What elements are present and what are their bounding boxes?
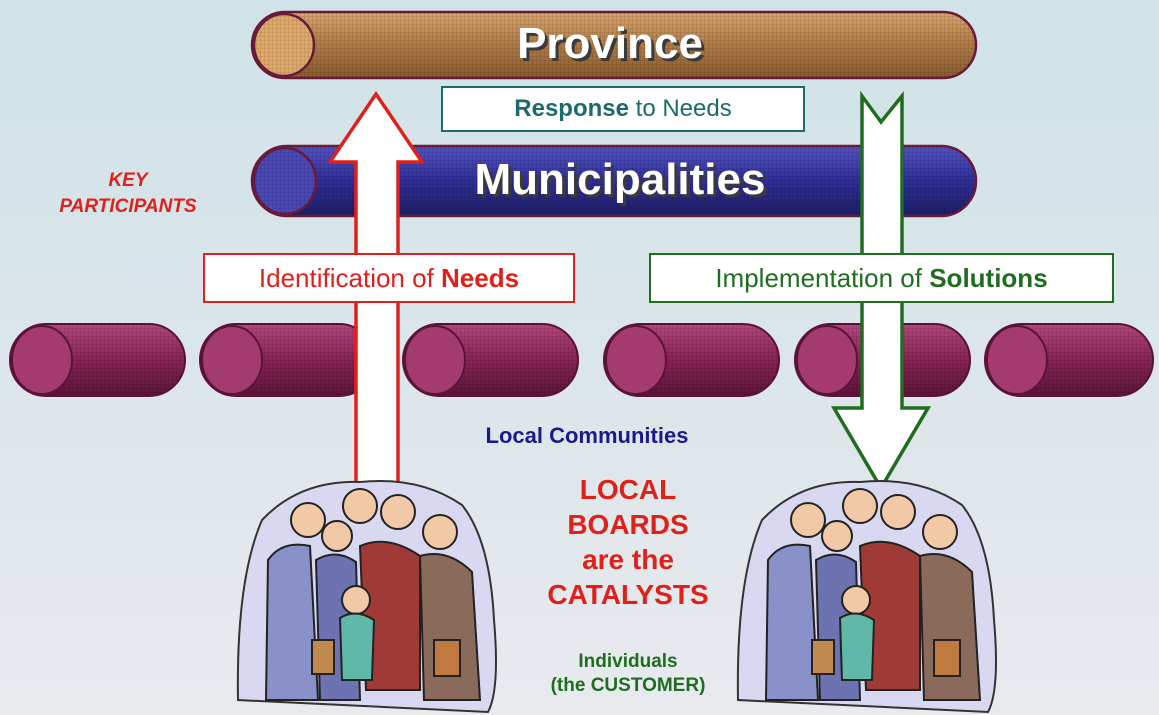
boards-line-2: BOARDS xyxy=(567,509,689,540)
municipalities-cylinder xyxy=(250,144,978,218)
province-cylinder xyxy=(250,10,978,80)
individuals-line-2: (the CUSTOMER) xyxy=(550,675,706,696)
local-communities-label: Local Communities xyxy=(485,423,689,448)
local-boards-label: LOCAL BOARDS are the CATALYSTS xyxy=(508,472,748,612)
individuals-label: Individuals (the CUSTOMER) xyxy=(503,650,753,698)
implementation-of-solutions-box: Implementation of Solutions xyxy=(649,253,1114,303)
crowd-right-icon xyxy=(736,479,997,714)
key-participants-label: KEY PARTICIPANTS xyxy=(8,168,248,220)
key-line-1: KEY xyxy=(108,170,148,191)
key-line-2: PARTICIPANTS xyxy=(59,196,197,217)
individuals-line-1: Individuals xyxy=(578,651,678,672)
boards-line-3: are the xyxy=(582,544,674,575)
solutions-prefix-text: Implementation of xyxy=(715,263,930,293)
identification-of-needs-box: Identification of Needs xyxy=(203,253,575,303)
boards-line-4: CATALYSTS xyxy=(547,579,709,610)
crowd-left-icon xyxy=(236,479,497,714)
community-cylinder xyxy=(402,323,579,397)
needs-prefix-text: Identification of xyxy=(258,263,442,293)
community-cylinder xyxy=(9,323,186,397)
response-rest-text: to Needs xyxy=(628,95,732,122)
response-to-needs-box: Response to Needs xyxy=(441,86,805,132)
boards-line-1: LOCAL xyxy=(579,474,677,505)
solutions-bold-text: Solutions xyxy=(929,263,1048,293)
community-cylinder xyxy=(984,323,1154,397)
response-bold-text: Response xyxy=(514,95,629,122)
community-cylinder xyxy=(199,323,376,397)
province-label: Province xyxy=(517,19,703,68)
community-cylinders xyxy=(9,323,1154,397)
needs-bold-text: Needs xyxy=(441,263,520,293)
municipalities-label: Municipalities xyxy=(474,155,766,204)
community-cylinder xyxy=(603,323,780,397)
